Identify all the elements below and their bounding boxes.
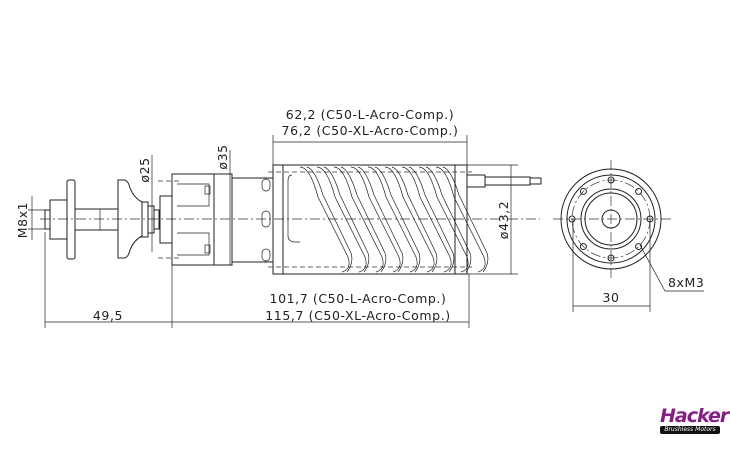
cooling-fin xyxy=(401,166,455,273)
cooling-fin xyxy=(435,166,489,273)
hacker-logo: Hacker Brushless Motors xyxy=(660,405,729,436)
overall-length-xl-label: 115,7 (C50-XL-Acro-Comp.) xyxy=(265,308,451,323)
mount-hole xyxy=(635,187,643,195)
prop-adapter xyxy=(44,179,173,260)
cable xyxy=(466,174,542,188)
mount-hole xyxy=(579,187,587,195)
mount-hole xyxy=(579,243,587,251)
cooling-fin xyxy=(367,166,421,273)
diameter-35-label: ø35 xyxy=(215,144,230,169)
top-length-xl-label: 76,2 (C50-XL-Acro-Comp.) xyxy=(282,123,459,138)
bolt-spacing-label: 30 xyxy=(602,290,619,305)
dimension-lines xyxy=(28,135,704,328)
front-housing xyxy=(158,173,274,266)
top-length-l-label: 62,2 (C50-L-Acro-Comp.) xyxy=(286,107,454,122)
shaft-length-label: 49,5 xyxy=(93,308,123,323)
cooling-fin xyxy=(316,166,370,273)
cooling-fin xyxy=(384,166,438,273)
mount-hole xyxy=(607,254,615,262)
mount-hole xyxy=(568,215,576,223)
mount-holes-label: 8xM3 xyxy=(668,275,705,290)
mount-hole xyxy=(635,243,643,251)
diameter-body-label: ø43,2 xyxy=(496,201,511,239)
mount-hole xyxy=(607,176,615,184)
diameter-25-label: ø25 xyxy=(137,157,152,182)
logo-name: Hacker xyxy=(660,405,729,427)
cooling-fin xyxy=(418,166,472,273)
thread-label: M8x1 xyxy=(15,202,30,239)
cooling-fin xyxy=(333,166,387,273)
cooling-fin xyxy=(350,166,404,273)
overall-length-l-label: 101,7 (C50-L-Acro-Comp.) xyxy=(270,291,447,306)
cooling-fin xyxy=(299,166,353,273)
logo-tagline: Brushless Motors xyxy=(660,426,720,434)
motor-body xyxy=(268,164,489,275)
